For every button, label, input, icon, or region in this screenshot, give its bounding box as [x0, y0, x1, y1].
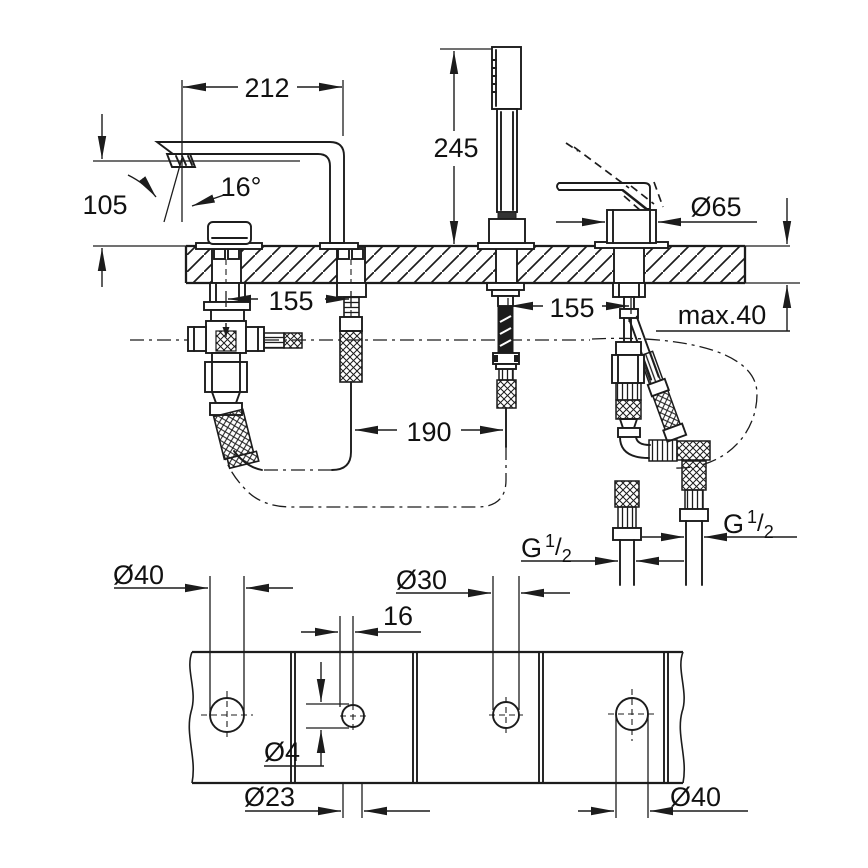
hand-shower: [477, 46, 535, 448]
dim-hole-23: Ø23: [244, 782, 295, 812]
spout-braided-hose: [339, 330, 363, 383]
shower-handle: [496, 108, 518, 213]
dimension-16: 16: [301, 601, 421, 707]
dim-245: 245: [433, 133, 478, 163]
dim-hole-40-right: Ø40: [670, 782, 721, 812]
dim-hole-4: Ø4: [264, 737, 300, 767]
dimension-212: 212: [181, 73, 344, 222]
hole-30: [492, 701, 520, 729]
dimension-hole30: Ø30: [396, 565, 570, 710]
mixer-lever: [556, 182, 651, 210]
dimension-65: Ø65: [556, 192, 757, 227]
spout: [154, 141, 367, 383]
dimension-hole23: Ø23: [244, 782, 430, 818]
dim-16-offset: 16: [383, 601, 413, 631]
dimension-max40: max.40: [656, 198, 792, 332]
dim-155-right: 155: [549, 293, 594, 323]
dim-190: 190: [406, 417, 451, 447]
dim-212: 212: [244, 73, 289, 103]
mixer-lever-raised-dashed: [565, 142, 664, 212]
hose-loop-outer: [223, 446, 507, 508]
dim-hole-40-left: Ø40: [113, 560, 164, 590]
dimension-hole40-right: Ø40: [578, 714, 748, 818]
dim-105: 105: [82, 190, 127, 220]
mixer-body: [606, 209, 657, 244]
mixer-hose-right: [628, 315, 688, 443]
supply-tail-right: [679, 460, 709, 586]
dim-hole-30: Ø30: [396, 565, 447, 595]
movement-arc-right: [591, 337, 758, 469]
dimension-245: 245: [433, 48, 492, 244]
break-line-left: [188, 651, 194, 784]
mixer-hose-left: [611, 317, 711, 462]
plan-view: [188, 650, 685, 785]
supply-tail-left: [612, 480, 642, 586]
dimension-hole4: Ø4: [264, 662, 349, 767]
dimension-155-right: 155: [507, 293, 632, 323]
valve-knob: [207, 221, 252, 245]
dim-155-left: 155: [268, 286, 313, 316]
deck-section: [93, 244, 800, 285]
shutoff-valve: [187, 221, 303, 470]
dimension-155-left: 155: [225, 286, 352, 316]
valve-hose: [212, 408, 260, 470]
shower-holder: [488, 218, 526, 244]
break-line-right: [679, 651, 685, 784]
dim-max40: max.40: [678, 300, 767, 330]
mixer-connections: [611, 282, 711, 586]
dimension-hole40-left: Ø40: [113, 560, 293, 712]
angle-16deg: 16°: [221, 172, 262, 202]
dimension-105: 105 16°: [82, 114, 300, 287]
mixer: [556, 142, 711, 586]
dimension-190: 190: [355, 417, 503, 447]
dim-diameter-65: Ø65: [690, 192, 741, 222]
